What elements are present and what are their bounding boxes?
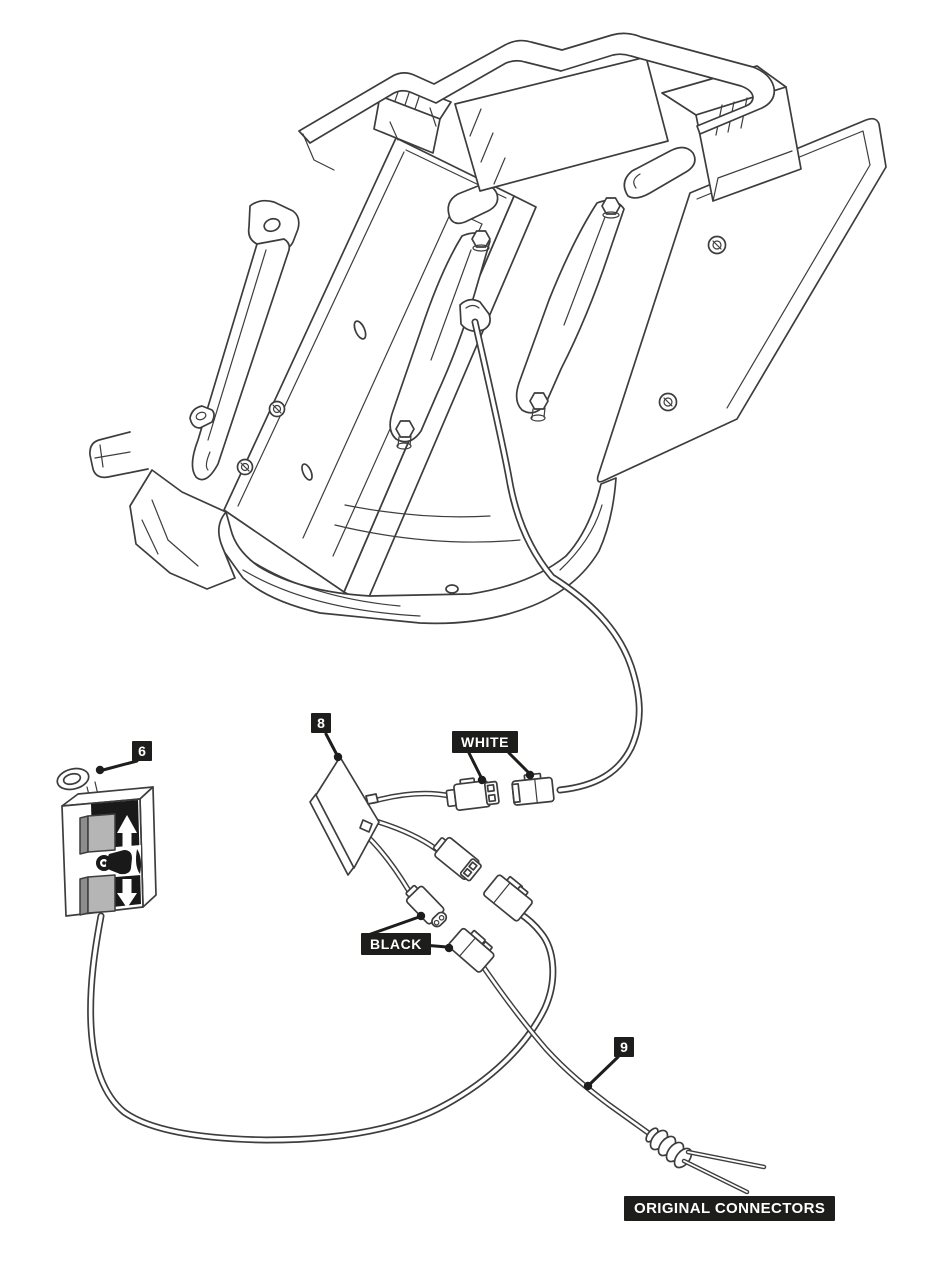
hex-bolt (601, 197, 621, 219)
callout-white-connector: WHITE (452, 731, 519, 753)
white-connector-male (445, 777, 500, 811)
up-arrow-icon (117, 815, 137, 848)
adjustment-switch (56, 767, 157, 917)
screw (236, 458, 254, 476)
callout-black-connector: BLACK (361, 933, 431, 955)
key-icon (96, 849, 141, 875)
callout-item-6: 6 (132, 741, 152, 761)
control-module (309, 756, 380, 876)
fender-base (89, 400, 617, 625)
callout-item-9: 9 (614, 1037, 634, 1057)
middle-connector-female (483, 874, 533, 922)
black-connector-male (405, 884, 448, 928)
hex-bolt (529, 392, 549, 422)
callout-item-8: 8 (311, 713, 331, 733)
bare-wire-prongs (681, 1149, 767, 1195)
mounting-struts (389, 146, 696, 450)
splice-wrap (645, 1127, 767, 1195)
support-arm (191, 199, 300, 481)
screw (707, 235, 727, 255)
top-frame-band (298, 32, 776, 171)
side-wing-panel (596, 117, 887, 483)
plate-bracket-assembly (89, 32, 887, 625)
harness-wire-9 (479, 962, 657, 1140)
bracket-cable (471, 318, 643, 794)
switch-button-up (79, 813, 116, 855)
switch-button-down (79, 874, 116, 916)
screw (658, 392, 678, 412)
leader-lines (95, 732, 620, 1091)
middle-connector-male (432, 836, 482, 882)
black-connector-female (447, 927, 495, 973)
callout-original-connectors: ORIGINAL CONNECTORS (624, 1196, 836, 1221)
screw (268, 400, 286, 418)
white-connector-female (511, 772, 555, 806)
top-center-plate (454, 56, 669, 192)
switch-cable (87, 909, 557, 1144)
hex-bolt (471, 230, 491, 252)
down-arrow-icon (117, 879, 137, 908)
hex-bolt (395, 420, 415, 450)
